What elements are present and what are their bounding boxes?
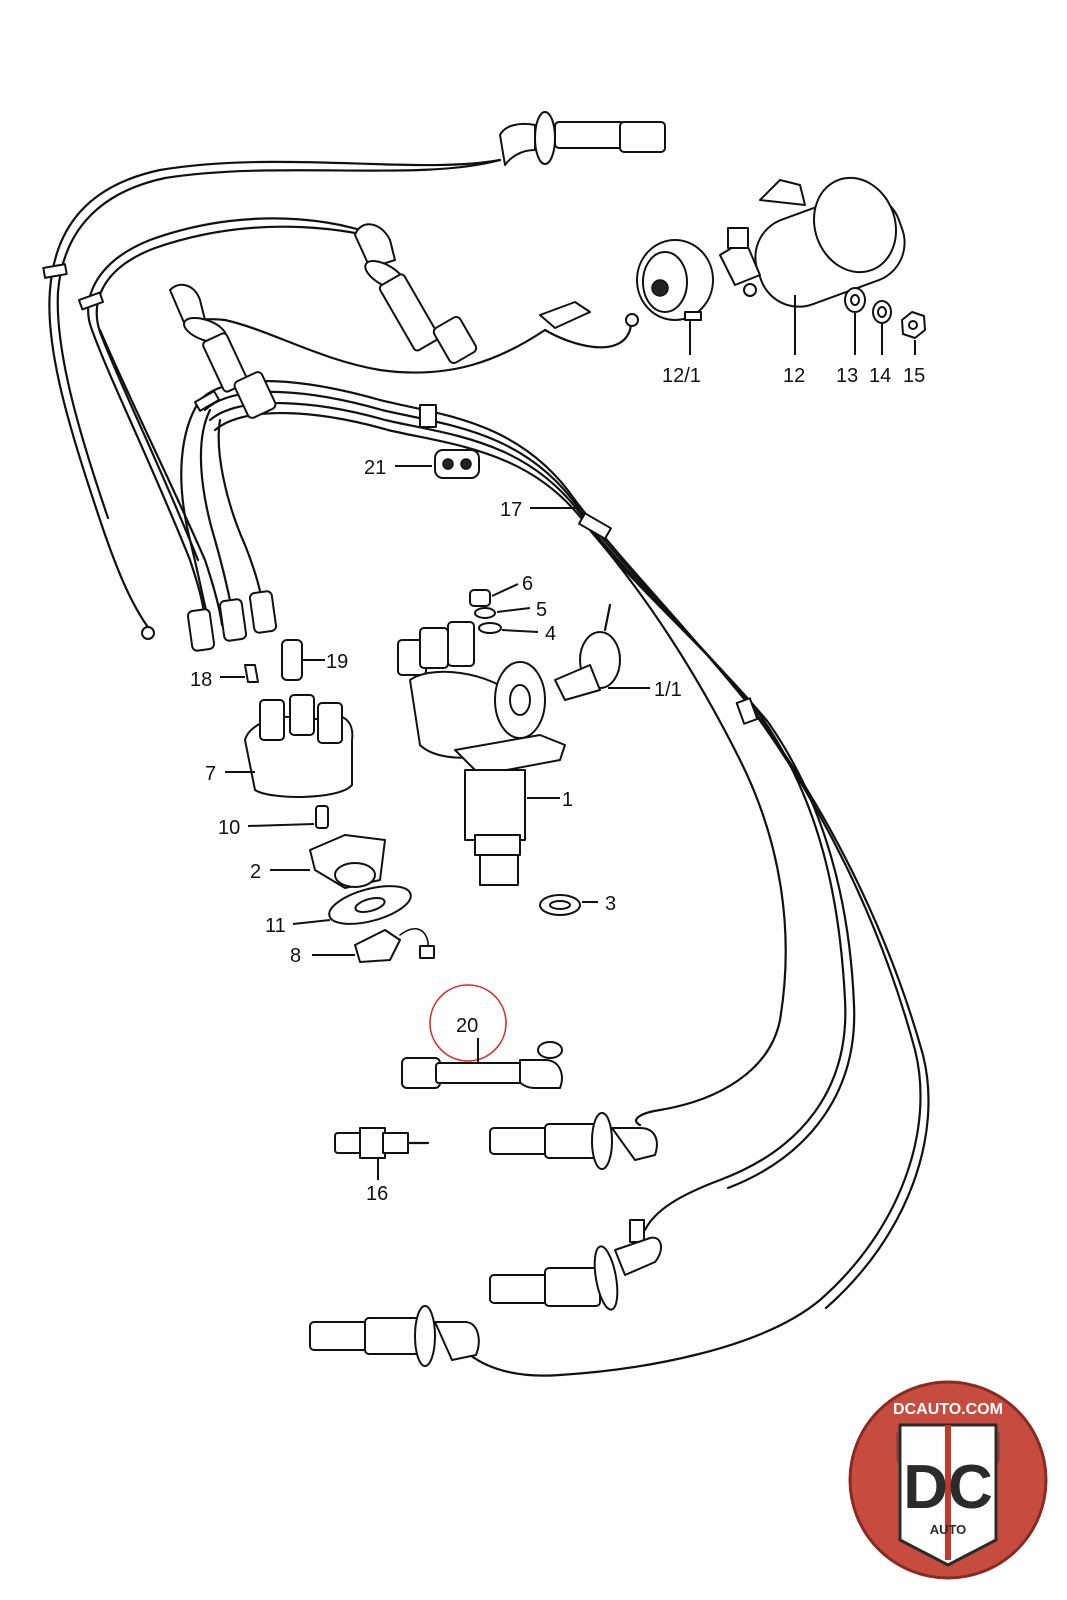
part-12-ignition-coil <box>719 176 906 308</box>
part-4-washer <box>478 622 502 634</box>
plug-connector-middle-right <box>489 1112 658 1170</box>
part-1-1-vacuum-unit <box>554 603 621 701</box>
part-20-highlight-ring <box>429 984 507 1062</box>
callout-13: 13 <box>836 365 858 387</box>
part-19-connector-boot <box>281 639 303 681</box>
plug-connector-lower-right <box>489 1236 662 1311</box>
logo-url-text: DCAUTO.COM <box>893 1401 1003 1418</box>
callout-1-1: 1/1 <box>654 679 682 701</box>
part-11-dust-cover <box>328 885 412 925</box>
callout-12-1: 12/1 <box>662 365 701 387</box>
part-18-resistor-clip <box>244 664 259 683</box>
callout-20: 20 <box>456 1015 478 1037</box>
callout-17: 17 <box>500 499 522 521</box>
callout-16: 16 <box>366 1183 388 1205</box>
callout-15: 15 <box>903 365 925 387</box>
plug-connector-bottom-left <box>309 1305 480 1367</box>
logo-subtext: AUTO <box>930 1522 967 1537</box>
callout-21: 21 <box>364 457 386 479</box>
part-12-1-coil-cap <box>636 239 714 321</box>
callout-7: 7 <box>205 763 216 785</box>
callout-14: 14 <box>869 365 891 387</box>
callout-8: 8 <box>290 945 301 967</box>
part-1-distributor <box>397 621 566 886</box>
part-7-distributor-cap <box>244 694 354 798</box>
ignition-wire-harness <box>42 158 930 1377</box>
part-6-nut <box>469 589 491 607</box>
part-10-carbon-brush <box>315 805 329 829</box>
callout-2: 2 <box>250 861 261 883</box>
callout-4: 4 <box>545 623 556 645</box>
part-2-rotor <box>309 834 386 889</box>
plug-connector-upper-left <box>169 283 277 419</box>
callout-5: 5 <box>536 599 547 621</box>
callout-19: 19 <box>326 651 348 673</box>
plug-connector-upper-middle <box>354 223 478 364</box>
callout-3: 3 <box>605 893 616 915</box>
part-3-seal-ring <box>539 894 581 916</box>
dcauto-logo: DCAUTO.COM DC AUTO <box>848 1380 1048 1580</box>
part-14-spring-washer <box>872 300 892 324</box>
part-20-plug-connector <box>401 1041 563 1089</box>
callout-11: 11 <box>265 915 286 937</box>
callout-6: 6 <box>522 573 533 595</box>
callout-18: 18 <box>190 669 212 691</box>
part-5-washer <box>474 607 496 619</box>
logo-letters: DC <box>903 1453 993 1522</box>
callout-1: 1 <box>562 789 573 811</box>
plug-connector-top-right <box>499 111 666 166</box>
callout-10: 10 <box>218 817 240 839</box>
part-8-contact-set <box>354 928 435 963</box>
part-21-wire-clip <box>434 449 480 479</box>
callout-12: 12 <box>783 365 805 387</box>
part-15-nut <box>901 311 926 339</box>
part-16-spark-plug <box>334 1127 430 1159</box>
part-13-washer <box>844 287 866 313</box>
